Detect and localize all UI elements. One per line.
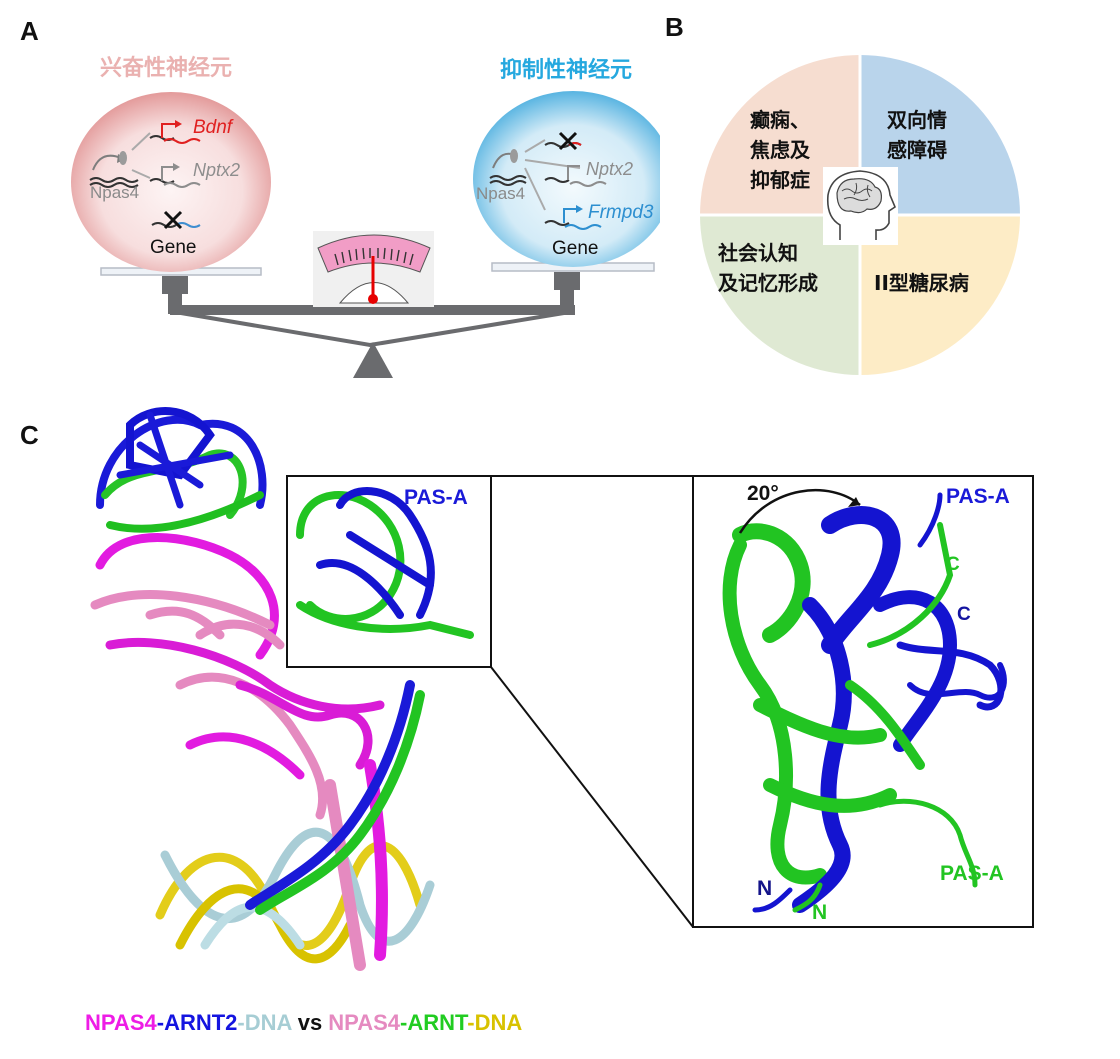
quadrant-bipolar [860, 55, 1020, 215]
inhibitory-neuron-title: 抑制性神经元 [500, 58, 633, 83]
zoom-green-n-label: N [812, 901, 827, 924]
quadrant-epilepsy [700, 55, 860, 215]
legend-dash-4: - [467, 1010, 475, 1035]
legend-arnt: ARNT [407, 1010, 468, 1035]
left-npas4-label: Npas4 [90, 183, 139, 202]
arnt-long-helix [245, 680, 425, 915]
left-nptx2-label: Nptx2 [193, 160, 240, 180]
pas-a-zoom-box [692, 475, 1034, 928]
legend-dash-1: - [156, 1010, 165, 1035]
panel-c-letter: C [20, 420, 39, 450]
legend-dash-3: - [400, 1010, 408, 1035]
legend-arnt2: ARNT2 [164, 1010, 238, 1035]
label-social-cognition-memory: 社会认知 及记忆形成 [718, 241, 818, 295]
zoom-green-c-label: C [946, 554, 960, 575]
pas-a-zoomed [722, 492, 1007, 913]
label-bipolar-disorder: 双向情 感障碍 [887, 108, 947, 162]
legend-npas4-b: NPAS4 [328, 1010, 401, 1035]
label-type2-diabetes: II型糖尿病 [874, 271, 969, 295]
neuron-balance-scale: Npas4 Bdnf Nptx2 Gene Npas4 Nptx2 Frmpd3… [71, 91, 660, 378]
quadrant-diabetes [860, 215, 1020, 375]
left-gene-label: Gene [150, 237, 196, 258]
label-epilepsy-anxiety-depression: 癫痫、 焦虑及 抑郁症 [750, 108, 810, 192]
bdnf-label: Bdnf [193, 117, 234, 138]
right-gene-label: Gene [552, 238, 598, 259]
complex-comparison-legend: NPAS4-ARNT2-DNA vs NPAS4-ARNT-DNA [85, 1010, 522, 1036]
legend-dna-b: DNA [474, 1010, 523, 1035]
zoom-blue-c-label: C [957, 604, 971, 625]
panel-a-letter: A [20, 16, 39, 46]
panel-b-letter: B [665, 12, 684, 42]
zoom-blue-n-label: N [757, 877, 772, 900]
balance-gauge-icon [313, 231, 434, 307]
zoom-blue-pas-a-label: PAS-A [946, 485, 1010, 508]
excitatory-neuron-title: 兴奋性神经元 [100, 56, 233, 81]
right-npas4-label: Npas4 [476, 184, 525, 203]
right-nptx2-label: Nptx2 [586, 159, 633, 179]
pas-a-selection-box [286, 475, 492, 668]
pas-a-box-label: PAS-A [404, 486, 468, 509]
legend-dash-2: - [237, 1010, 245, 1035]
fulcrum-triangle [353, 342, 393, 378]
legend-vs: vs [291, 1010, 329, 1035]
dna-helix [155, 827, 435, 964]
pas-a-small [296, 487, 474, 639]
left-gene-diagram [89, 120, 201, 230]
inhibitory-neuron-globe [473, 91, 660, 267]
zoom-green-pas-a-label: PAS-A [940, 862, 1004, 885]
legend-npas4-a: NPAS4 [85, 1010, 157, 1035]
brain-head-icon [823, 167, 898, 245]
rotation-arrow [738, 488, 861, 534]
protein-structure-overlay: PAS-A 20° PAS-A C C PAS-A N N [90, 407, 1034, 971]
right-gene-diagram [489, 131, 607, 230]
legend-dna-a: DNA [244, 1010, 292, 1035]
npas4-body [90, 533, 388, 971]
arnt-top-domain [96, 407, 267, 533]
quadrant-cognition [700, 215, 860, 375]
disease-pie-diagram [700, 55, 1020, 375]
angle-label: 20° [747, 482, 779, 505]
frmpd3-label: Frmpd3 [588, 202, 654, 223]
